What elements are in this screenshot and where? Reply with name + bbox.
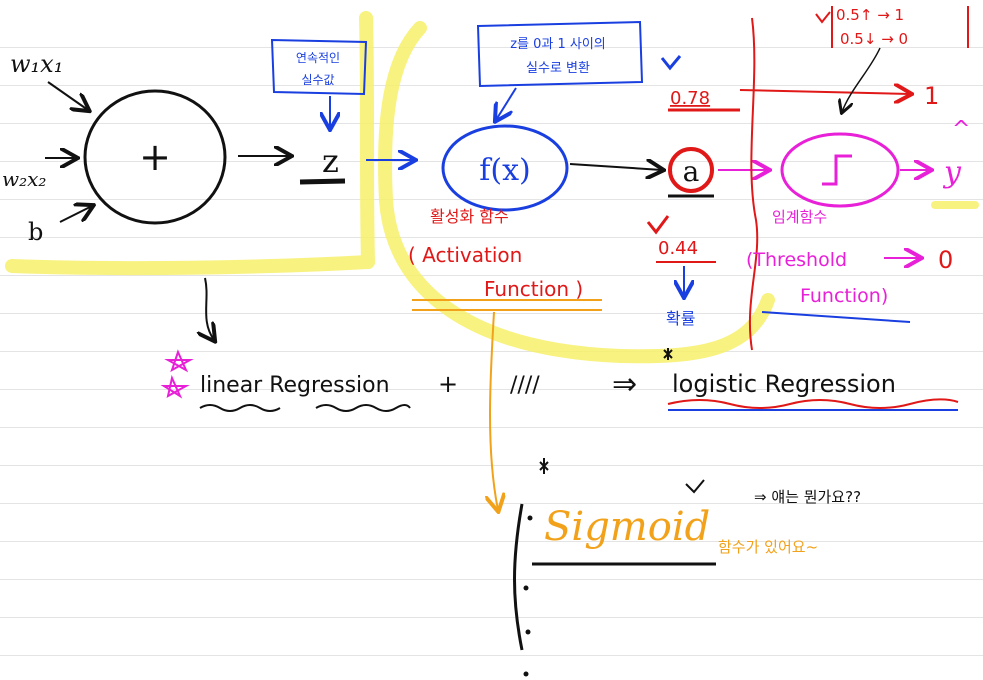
star-icon: [160, 349, 194, 399]
threshold-english-line2: Function): [800, 285, 888, 307]
a-example-low: 0.44: [658, 238, 698, 259]
activation-english-line1: ( Activation: [408, 243, 522, 267]
activation-english-line2: Function ): [484, 277, 583, 301]
red-check-icon: [646, 215, 670, 235]
equation-arrow: ⇒: [612, 367, 637, 402]
equation-plus: +: [438, 370, 458, 398]
sigmoid-label: Sigmoid: [544, 504, 710, 550]
threshold-korean: 임계함수: [772, 208, 827, 226]
blue-check-icon: [660, 55, 682, 71]
z-note-line2: 실수값: [301, 73, 334, 87]
star-bullet-icon: [539, 458, 549, 474]
check-icon: [685, 479, 705, 494]
step-function-icon: [822, 154, 852, 186]
activation-note-arrow: [496, 87, 517, 120]
threshold-bracket: [748, 17, 759, 351]
input-bias: b: [28, 218, 43, 246]
output-a-label: a: [683, 155, 700, 188]
summation-node: [83, 89, 227, 225]
activation-note-line2: 실수로 변환: [526, 61, 590, 76]
a-example-high: 0.78: [670, 88, 710, 109]
arrow-to-one: [739, 90, 910, 94]
threshold-rule-line2: 0.5↓ → 0: [840, 30, 908, 48]
summation-symbol: +: [139, 135, 171, 179]
threshold-english-line1: (Threshold: [746, 249, 847, 271]
z-note-box: 연속적인 실수값: [270, 38, 368, 96]
activation-label: f(x): [479, 153, 530, 188]
activation-note-line1: z를 0과 1 사이의: [510, 37, 606, 52]
input-w2x2: w₂x₂: [2, 167, 46, 191]
sigmoid-question: ⇒ 얘는 뭔가요??: [754, 488, 861, 506]
threshold-node: [780, 132, 900, 208]
y-hat-label: y: [942, 155, 962, 190]
z-label: z: [322, 142, 339, 180]
arrow-to-a: [569, 164, 662, 170]
y-hat-mark: ^: [952, 117, 970, 142]
activation-note-box: z를 0과 1 사이의 실수로 변환: [476, 20, 644, 88]
asterisk-icon: [663, 348, 673, 360]
equation-logistic: logistic Regression: [672, 370, 896, 398]
output-a-node: [668, 147, 714, 193]
z-underline: [299, 178, 346, 185]
sigmoid-suffix: 함수가 있어요~: [718, 538, 818, 556]
input-arrows: [45, 81, 92, 223]
threshold-out-zero: 0: [938, 246, 953, 274]
threshold-rule: 0.5↑ → 1 0.5↓ → 0: [815, 6, 969, 48]
input-w1x1: w₁x₁: [10, 50, 63, 78]
activation-korean: 활성화 함수: [430, 207, 509, 226]
equation-linear: linear Regression: [200, 373, 390, 398]
equation-slashes: ////: [510, 373, 540, 398]
z-note-line1: 연속적인: [296, 51, 340, 65]
threshold-out-one: 1: [924, 82, 939, 110]
threshold-rule-line1: 0.5↑ → 1: [836, 6, 904, 24]
a-prob-label: 확률: [666, 309, 695, 328]
activation-node: [441, 124, 569, 212]
